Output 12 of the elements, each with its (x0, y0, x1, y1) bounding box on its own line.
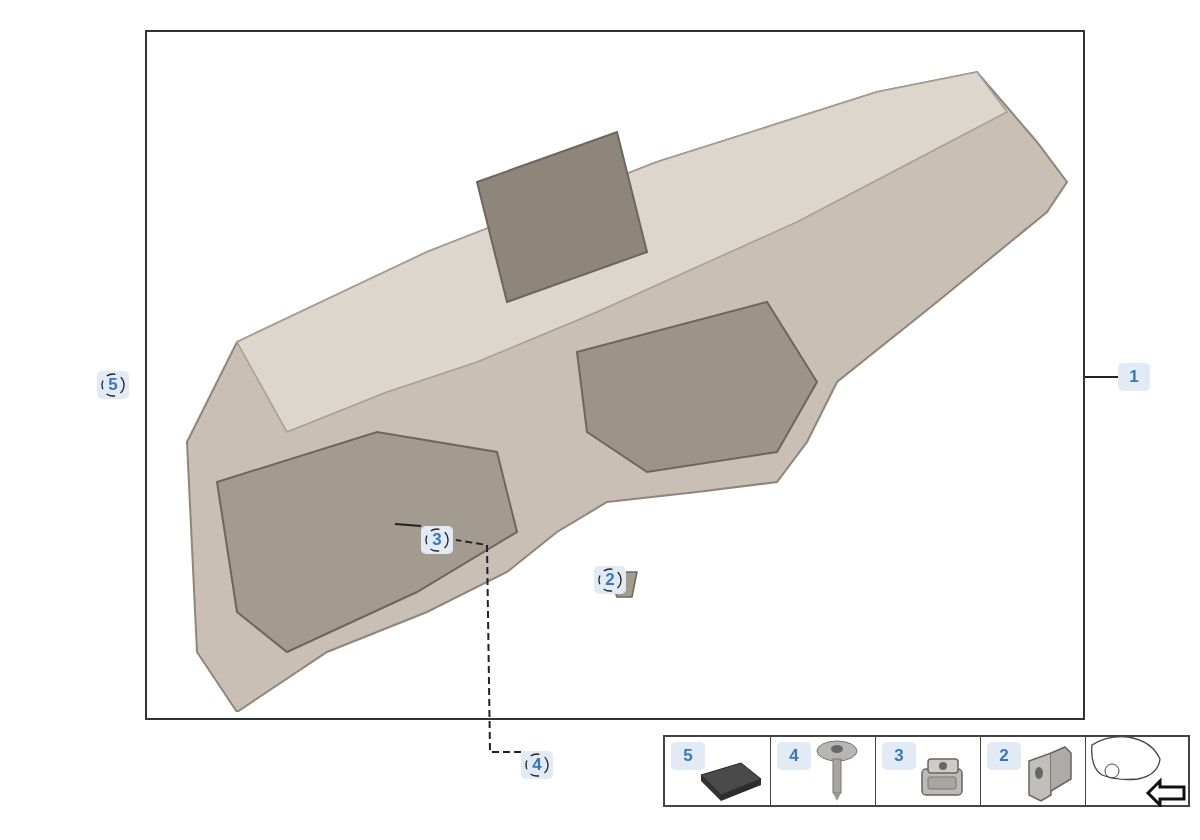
leader-line (394, 523, 422, 527)
callout-number: 4 (521, 751, 553, 779)
callout-number: 3 (421, 526, 453, 554)
leader-line (455, 539, 522, 753)
callout-number: 4 (777, 742, 811, 770)
leader-line (1084, 376, 1119, 378)
callout-number: 5 (671, 742, 705, 770)
callout-number: 2 (594, 566, 626, 594)
callout-number: 5 (97, 371, 129, 399)
callout-number: 3 (882, 742, 916, 770)
callout-number: 1 (1118, 363, 1150, 391)
callout-number: 2 (987, 742, 1021, 770)
